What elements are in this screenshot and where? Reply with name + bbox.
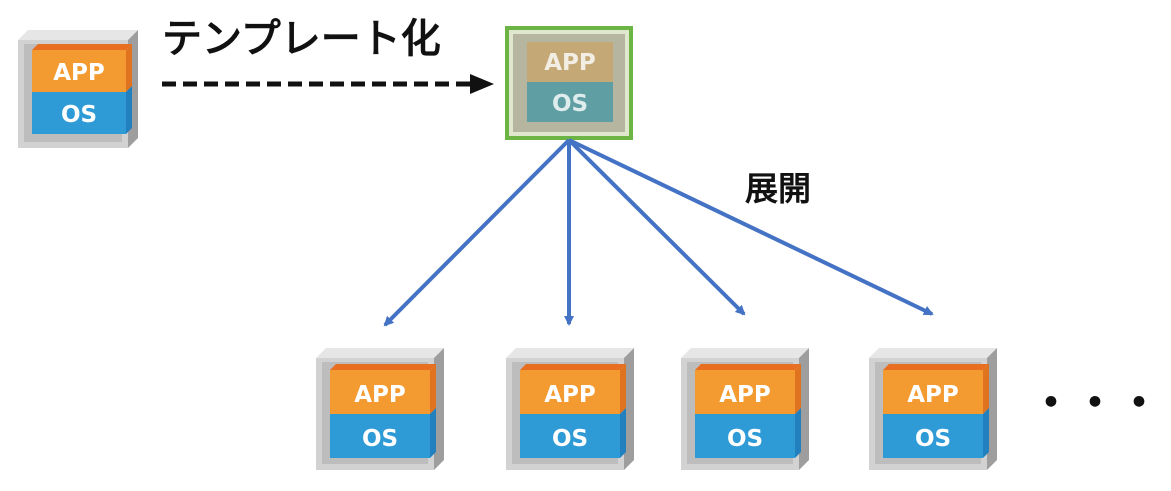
deploy-arrow-4 (568, 138, 934, 316)
deploy-arrow-1 (383, 138, 571, 327)
deployed-vm-4-os-layer (883, 414, 983, 458)
template-vm: APP OS (505, 26, 633, 140)
source-vm-app-label: APP (53, 60, 105, 86)
template-vm-os-layer (527, 82, 613, 122)
deploy-arrows (383, 138, 934, 327)
deployed-vm-3: APP OS (681, 348, 809, 470)
template-vm-os-label: OS (552, 91, 588, 117)
template-vm-app-label: APP (544, 50, 596, 76)
deployed-vm-2-app-label: APP (544, 382, 596, 408)
template-step-label: テンプレート化 (162, 16, 441, 62)
deployed-vm-4-app-label: APP (907, 382, 959, 408)
source-vm-os-layer (32, 92, 126, 134)
deployed-vm-4-os-label: OS (915, 426, 951, 452)
deployed-vm-4-app-layer (883, 370, 983, 414)
deploy-arrow-3 (567, 138, 746, 316)
template-vm-app-layer (527, 42, 613, 82)
deployed-vm-3-os-label: OS (727, 426, 763, 452)
source-vm-app-layer (32, 50, 126, 92)
deployed-vm-3-app-label: APP (719, 382, 771, 408)
deployed-vm-1-app-label: APP (354, 382, 406, 408)
deploy-step-label: 展開 (745, 169, 811, 208)
template-arrow-head (470, 74, 494, 94)
deployed-vm-1-app-layer (330, 370, 430, 414)
deployed-vm-2-os-label: OS (552, 426, 588, 452)
more-vms-ellipsis: ・・・ (1029, 378, 1161, 429)
deployed-vm-1: APP OS (316, 348, 444, 470)
deployed-vm-2-app-layer (520, 370, 620, 414)
deployed-vm-3-os-layer (695, 414, 795, 458)
deployed-vm-1-os-label: OS (362, 426, 398, 452)
deployed-vm-2-os-layer (520, 414, 620, 458)
deployed-vm-2: APP OS (506, 348, 634, 470)
deployed-vm-3-app-layer (695, 370, 795, 414)
source-vm: APP OS (18, 30, 138, 148)
source-vm-os-label: OS (61, 102, 97, 128)
deployed-vm-4: APP OS (869, 348, 997, 470)
deployed-vm-1-os-layer (330, 414, 430, 458)
